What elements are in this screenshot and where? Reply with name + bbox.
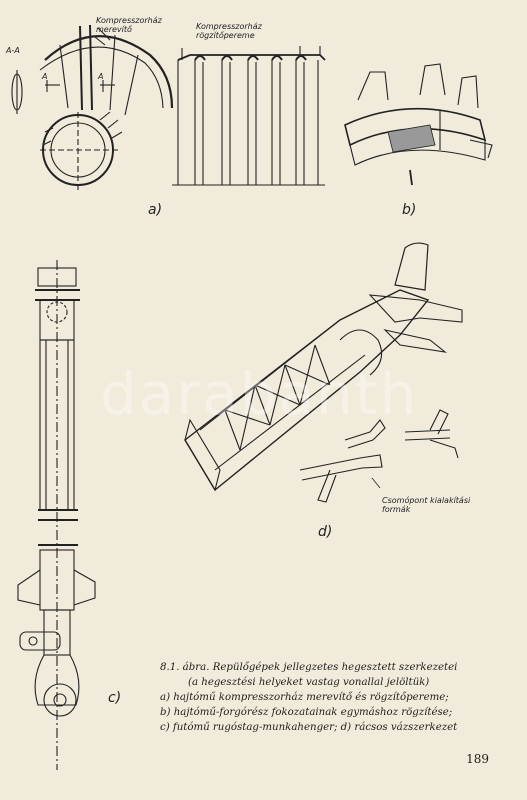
fig-d-truss-drawing (184, 242, 463, 503)
fig-b-rotor-drawing (344, 63, 493, 186)
fig-a-section-drawing (11, 24, 174, 190)
watermark: darabanth (100, 360, 419, 428)
fig-a-flange-drawing (172, 46, 326, 186)
caption-item: c) futómű rugóstag-munkahenger; d) rácso… (160, 722, 458, 733)
figure-caption: 8.1. ábra. Repülőgépek jellegzetes heges… (160, 660, 510, 735)
fig-c-strut-drawing (17, 260, 96, 770)
caption-title: 8.1. ábra. Repülőgépek jellegzetes heges… (160, 662, 458, 673)
callout-flange: Kompresszorház rögzítőpereme (196, 22, 262, 40)
panel-label-a: a) (148, 202, 163, 218)
section-mark-right: A (98, 72, 104, 81)
section-mark-left: A (42, 72, 48, 81)
panel-label-d: d) (318, 524, 333, 540)
caption-item: a) hajtómű kompresszorház merevítő és rö… (160, 692, 449, 703)
panel-label-b: b) (402, 202, 417, 218)
caption-note: (a hegesztési helyeket vastag vonallal j… (188, 677, 430, 688)
panel-label-c: c) (108, 690, 122, 706)
caption-item: b) hajtómű-forgórész fokozatainak egymás… (160, 707, 453, 718)
page-number: 189 (466, 752, 489, 766)
section-label-aa: A-A (6, 46, 20, 55)
callout-stiffener: Kompresszorház merevítő (96, 16, 162, 34)
callout-nodes: Csomópont kialakítási formák (382, 496, 471, 514)
